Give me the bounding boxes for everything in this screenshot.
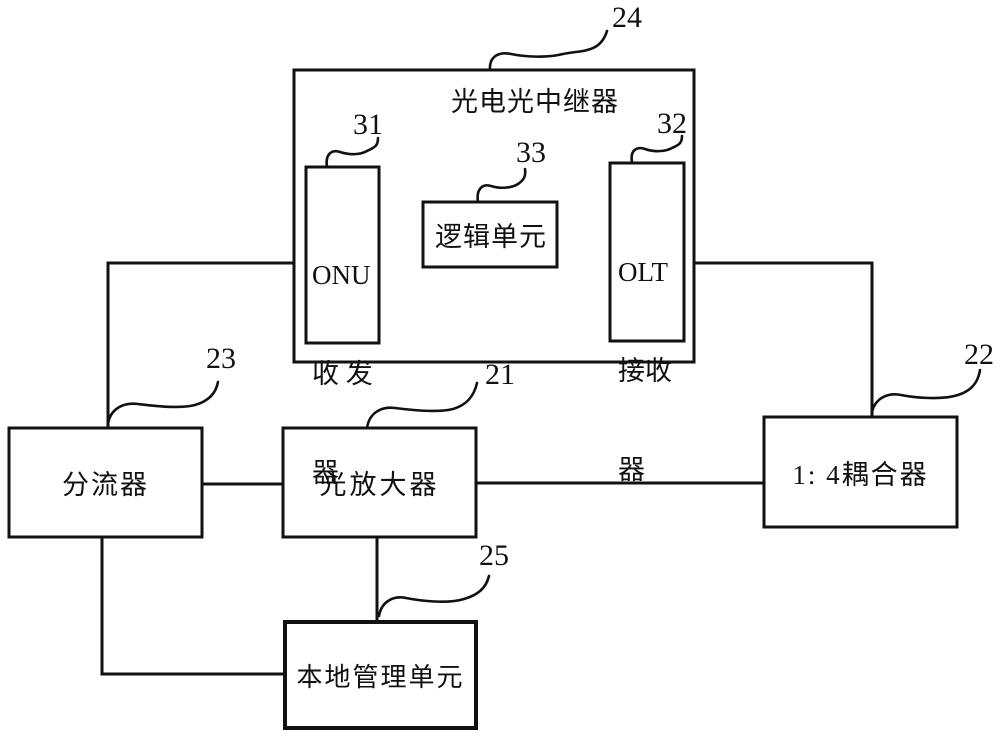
leader-line-23	[106, 380, 220, 426]
olt-label-line1: OLT	[618, 257, 669, 287]
coupler-box-outline	[762, 415, 959, 529]
ref-number-22: 22	[964, 338, 994, 371]
splitter-box-outline	[7, 426, 204, 539]
onu-box-label: ONU 收 发 器	[312, 193, 378, 556]
connector-repeater-to-coupler	[694, 261, 874, 417]
olt-box-label: OLT 接收 器	[618, 190, 682, 553]
leader-line-24	[488, 29, 609, 72]
leader-line-22	[870, 368, 982, 414]
olt-label-line2: 接收	[618, 356, 672, 386]
splitter-box-label: 分流器	[62, 470, 149, 500]
leader-line-21	[365, 381, 479, 430]
logic-box-outline	[421, 200, 559, 269]
leader-line-32	[630, 134, 684, 164]
onu-label-line3: 器	[312, 458, 339, 488]
onu-box-outline	[304, 165, 381, 345]
ref-number-33: 33	[516, 136, 546, 169]
olt-label-line3: 器	[618, 455, 645, 485]
amplifier-box-outline	[281, 426, 478, 539]
leader-line-25	[377, 574, 491, 618]
ref-number-24: 24	[612, 1, 642, 34]
onu-label-line1: ONU	[312, 260, 371, 290]
localmgmt-box-label: 本地管理单元	[296, 662, 465, 692]
localmgmt-box-outline	[283, 620, 478, 730]
coupler-box-label: 1: 4耦合器	[792, 459, 929, 490]
ref-number-23: 23	[206, 342, 236, 375]
ref-number-31: 31	[353, 108, 383, 141]
olt-box-outline	[608, 161, 686, 343]
ref-number-32: 32	[657, 107, 687, 140]
connector-splitter-to-localmgmt	[100, 537, 285, 676]
leader-line-31	[325, 136, 380, 169]
repeater-title: 光电光中继器	[451, 87, 619, 117]
onu-label-line2: 收 发	[312, 359, 373, 389]
ref-number-25: 25	[479, 539, 509, 572]
logic-box-label: 逻辑单元	[435, 222, 547, 252]
connector-repeater-to-splitter	[106, 261, 294, 428]
ref-number-21: 21	[485, 358, 515, 391]
amplifier-box-label: 光放大器	[319, 470, 440, 500]
leader-line-33	[476, 167, 527, 204]
